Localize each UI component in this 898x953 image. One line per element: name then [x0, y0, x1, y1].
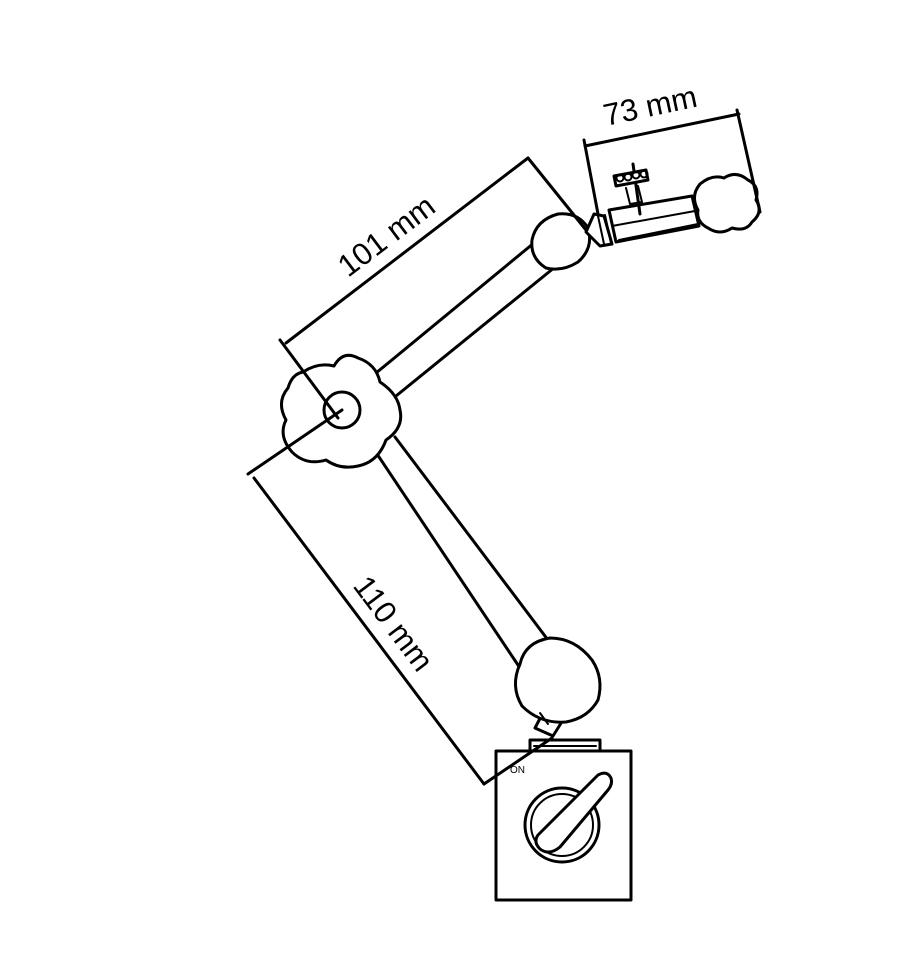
lower-arm: [371, 435, 602, 738]
holder-end-knob[interactable]: [693, 173, 761, 234]
center-bore: [322, 390, 362, 430]
base-top-collar: [528, 738, 602, 753]
upper-arm: [374, 212, 592, 398]
switch-lever[interactable]: [534, 771, 614, 854]
base-body: [494, 749, 633, 902]
magnetic-base: ON: [494, 738, 633, 902]
dimension-lower-arm: 110 mm: [246, 408, 554, 786]
lower-ball-joint: [514, 636, 602, 724]
indicator-holder: [584, 162, 761, 248]
switch-on-label: ON: [510, 765, 525, 776]
switch-knob[interactable]: [523, 771, 614, 864]
upper-joint: [530, 212, 592, 271]
